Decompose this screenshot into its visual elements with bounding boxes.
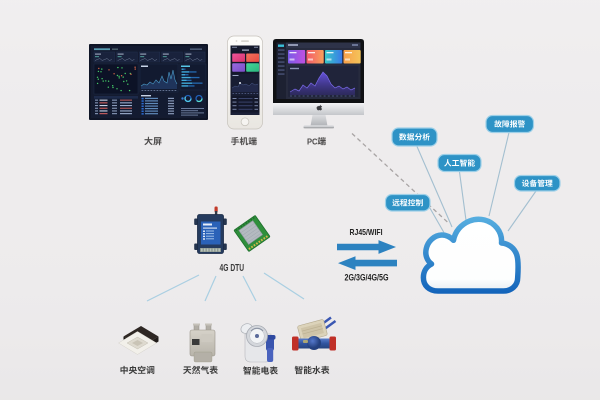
- svg-text:2G/3G/4G/5G: 2G/3G/4G/5G: [345, 273, 389, 283]
- svg-text:4G DTU: 4G DTU: [220, 262, 245, 274]
- svg-text:PC: PC: [307, 136, 318, 146]
- svg-text:RJ45/WIFI: RJ45/WIFI: [350, 227, 383, 237]
